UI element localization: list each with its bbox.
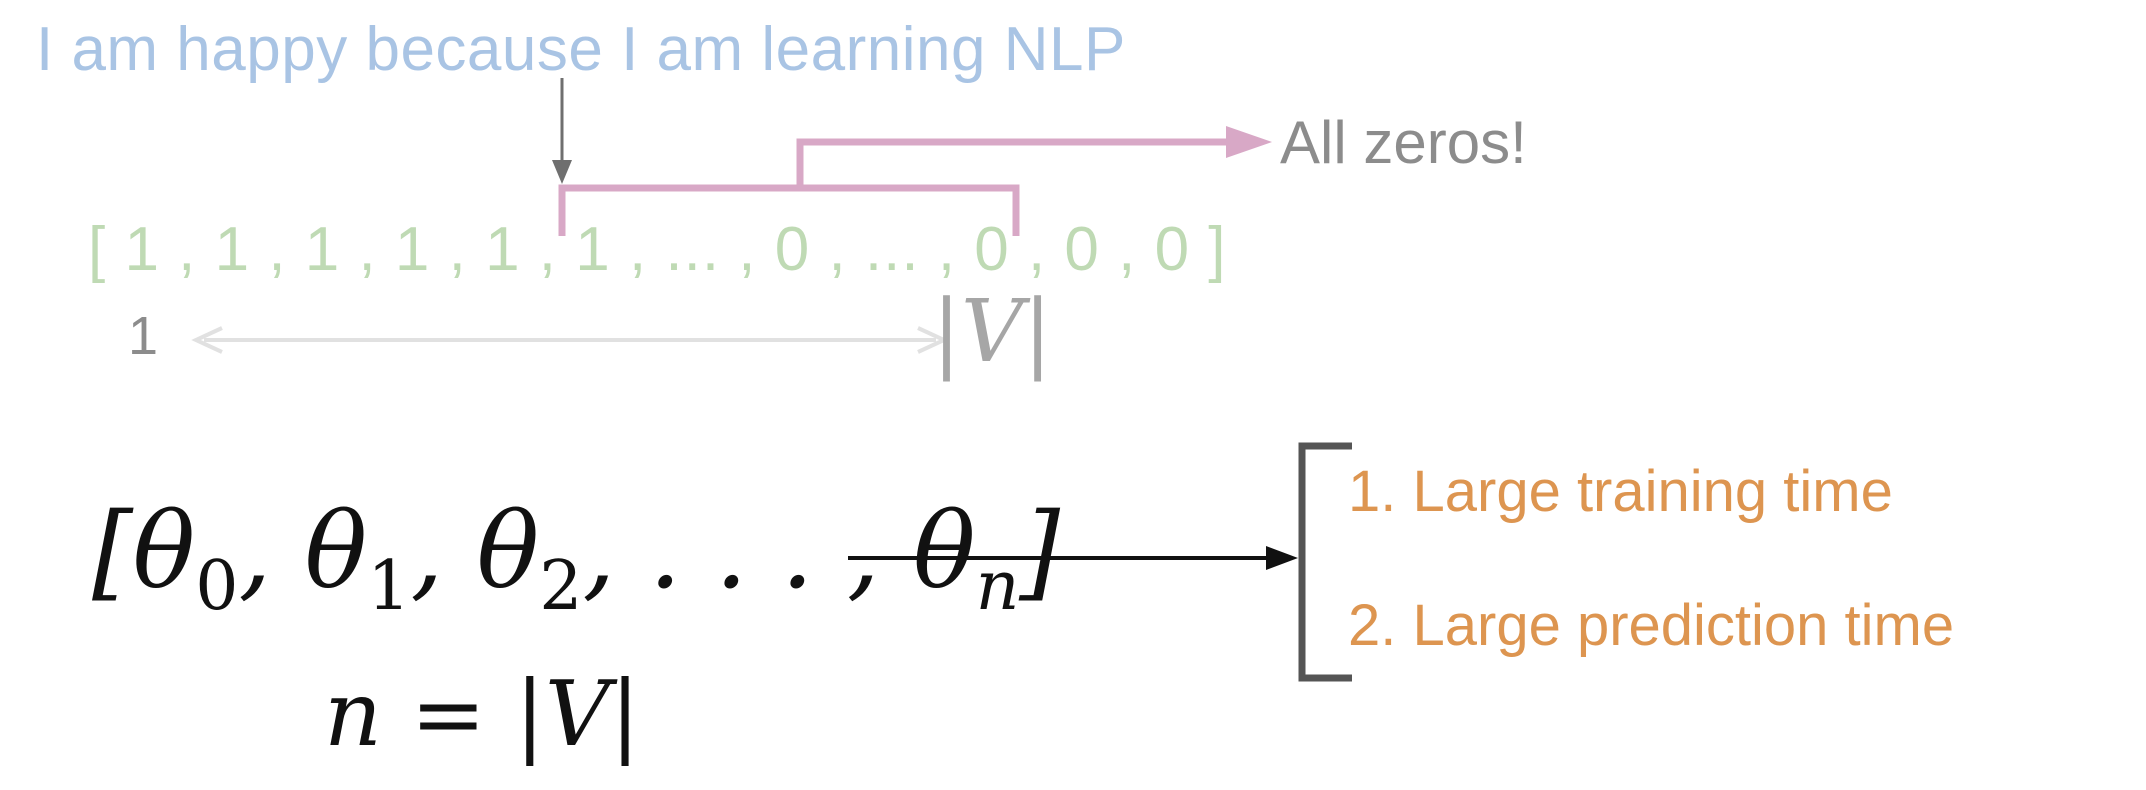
theta-sub-1: 1	[367, 546, 411, 626]
vector-end-label: |V|	[932, 282, 1053, 382]
vector-range-arrowhead-left	[191, 326, 223, 354]
theta-vector: [θ0, θ1, θ2, . . . , θn]	[92, 490, 1060, 626]
theta-dots: , . . . , θ	[582, 490, 976, 612]
theta-sep-2: , θ	[410, 490, 540, 612]
input-sentence: I am happy because I am learning NLP	[36, 15, 1126, 84]
one-hot-vector: [ 1 , 1 , 1 , 1 , 1 , 1 , ... , 0 , ... …	[88, 215, 1227, 284]
consequence-prediction-time: 2. Large prediction time	[1348, 593, 1955, 658]
sentence-down-arrowhead	[552, 160, 572, 184]
all-zeros-arrowhead	[1226, 126, 1272, 158]
theta-open: [θ	[92, 490, 196, 612]
consequences-bracket	[1298, 442, 1352, 682]
theta-sep-1: , θ	[238, 490, 368, 612]
vector-start-label: 1	[128, 306, 159, 366]
vector-range-arrowhead-right	[917, 326, 949, 354]
all-zeros-label: All zeros!	[1280, 109, 1527, 176]
theta-to-consequences-arrowhead	[1266, 546, 1298, 570]
theta-sub-2: 2	[539, 546, 583, 626]
zeros-bracket	[558, 184, 1020, 236]
consequence-training-time: 1. Large training time	[1348, 459, 1893, 524]
zeros-bracket-connector	[796, 138, 1240, 188]
theta-close: ]	[1019, 490, 1061, 612]
theta-sub-0: 0	[195, 546, 239, 626]
theta-sub-n: n	[975, 546, 1020, 626]
n-equals-vocab-size: n = |V|	[324, 662, 641, 767]
